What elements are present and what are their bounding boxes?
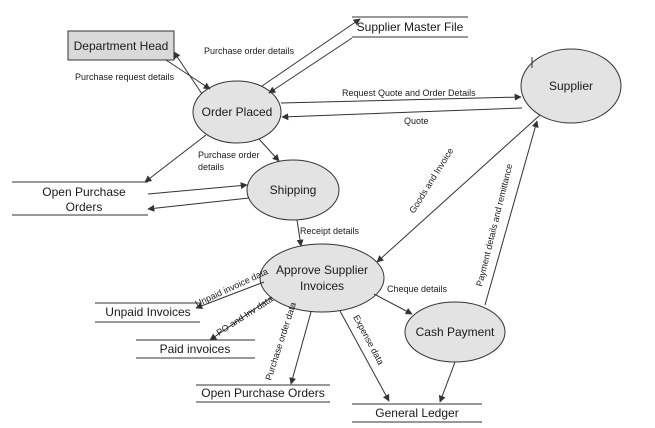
arrow-approve-to-ledger (339, 310, 390, 402)
arrow-approve-to-cash (373, 293, 413, 315)
approve-supplier-invoices-label-1: Approve Supplier (276, 263, 368, 277)
arrow-supplier-to-approve (376, 114, 541, 263)
open-purchase-orders-label-2: Orders (66, 200, 103, 214)
open-purchase-orders-store-1: Open Purchase Orders (12, 181, 148, 216)
flow-label-cheque-details: Cheque details (387, 284, 448, 294)
arrow-order-to-supplier (280, 93, 522, 104)
supplier-node (520, 48, 622, 124)
arrow-approve-to-paid (209, 296, 273, 341)
cash-payment-label: Cash Payment (416, 325, 495, 339)
unpaid-invoices-label: Unpaid Invoices (105, 305, 190, 319)
supplier-master-file-label: Supplier Master File (357, 20, 464, 34)
flow-label-po-and-inv-data: PO and Inv data (215, 294, 275, 338)
flow-label-po-details-1: Purchase order (198, 150, 260, 160)
arrow-approve-to-open-po (289, 311, 312, 385)
supplier-master-file-store: Supplier Master File (352, 16, 468, 38)
approve-supplier-invoices-label-2: Invoices (300, 279, 344, 293)
unpaid-invoices-store: Unpaid Invoices (95, 302, 200, 323)
arrow-shipping-to-open-po (147, 197, 250, 212)
flow-label-quote: Quote (404, 116, 429, 126)
shipping-label: Shipping (270, 183, 317, 197)
supplier-label: Supplier (549, 79, 593, 93)
general-ledger-label: General Ledger (375, 406, 458, 420)
paid-invoices-label: Paid invoices (160, 342, 231, 356)
arrow-master-file-to-order (268, 37, 353, 94)
flow-label-purchase-order-data: Purchase order data (263, 301, 298, 382)
arrow-order-to-open-po (144, 134, 207, 183)
flow-label-payment-details: Payment details and remittance (474, 163, 514, 288)
arrow-open-po-to-shipping (147, 182, 248, 195)
arrow-shipping-to-approve (296, 219, 304, 247)
general-ledger-store: General Ledger (352, 403, 482, 423)
arrow-order-to-master-file (261, 18, 361, 87)
open-purchase-orders-store-2: Open Purchase Orders (196, 384, 330, 403)
shipping-node (246, 159, 340, 221)
flow-label-purchase-request-details: Purchase request details (75, 72, 175, 82)
department-head-label: Department Head (74, 39, 169, 53)
open-purchase-orders-label-3: Open Purchase Orders (201, 386, 324, 400)
open-purchase-orders-label-1: Open Purchase (42, 185, 126, 199)
flow-label-receipt-details: Receipt details (300, 226, 360, 236)
arrow-approve-to-unpaid (195, 281, 265, 310)
order-placed-node (192, 80, 282, 144)
flow-label-purchase-order-details: Purchase order details (204, 46, 295, 56)
flow-label-expense-data: Expense data (351, 313, 386, 366)
approve-supplier-invoices-node (259, 243, 385, 313)
arrow-cash-to-supplier (484, 120, 539, 306)
arrow-dept-head-to-order (165, 59, 211, 90)
flow-label-request-quote: Request Quote and Order Details (342, 88, 476, 98)
flow-label-goods-and-invoice: Goods and Invoice (407, 146, 455, 215)
arrow-order-to-dept-head (173, 51, 203, 95)
paid-invoices-store: Paid invoices (136, 339, 255, 359)
arrow-cash-to-ledger (438, 361, 456, 403)
arrow-supplier-quote (281, 107, 523, 121)
flow-label-po-details-2: details (198, 162, 225, 172)
order-placed-label: Order Placed (202, 105, 273, 119)
department-head-box (67, 30, 175, 61)
arrow-order-to-shipping (258, 138, 280, 162)
